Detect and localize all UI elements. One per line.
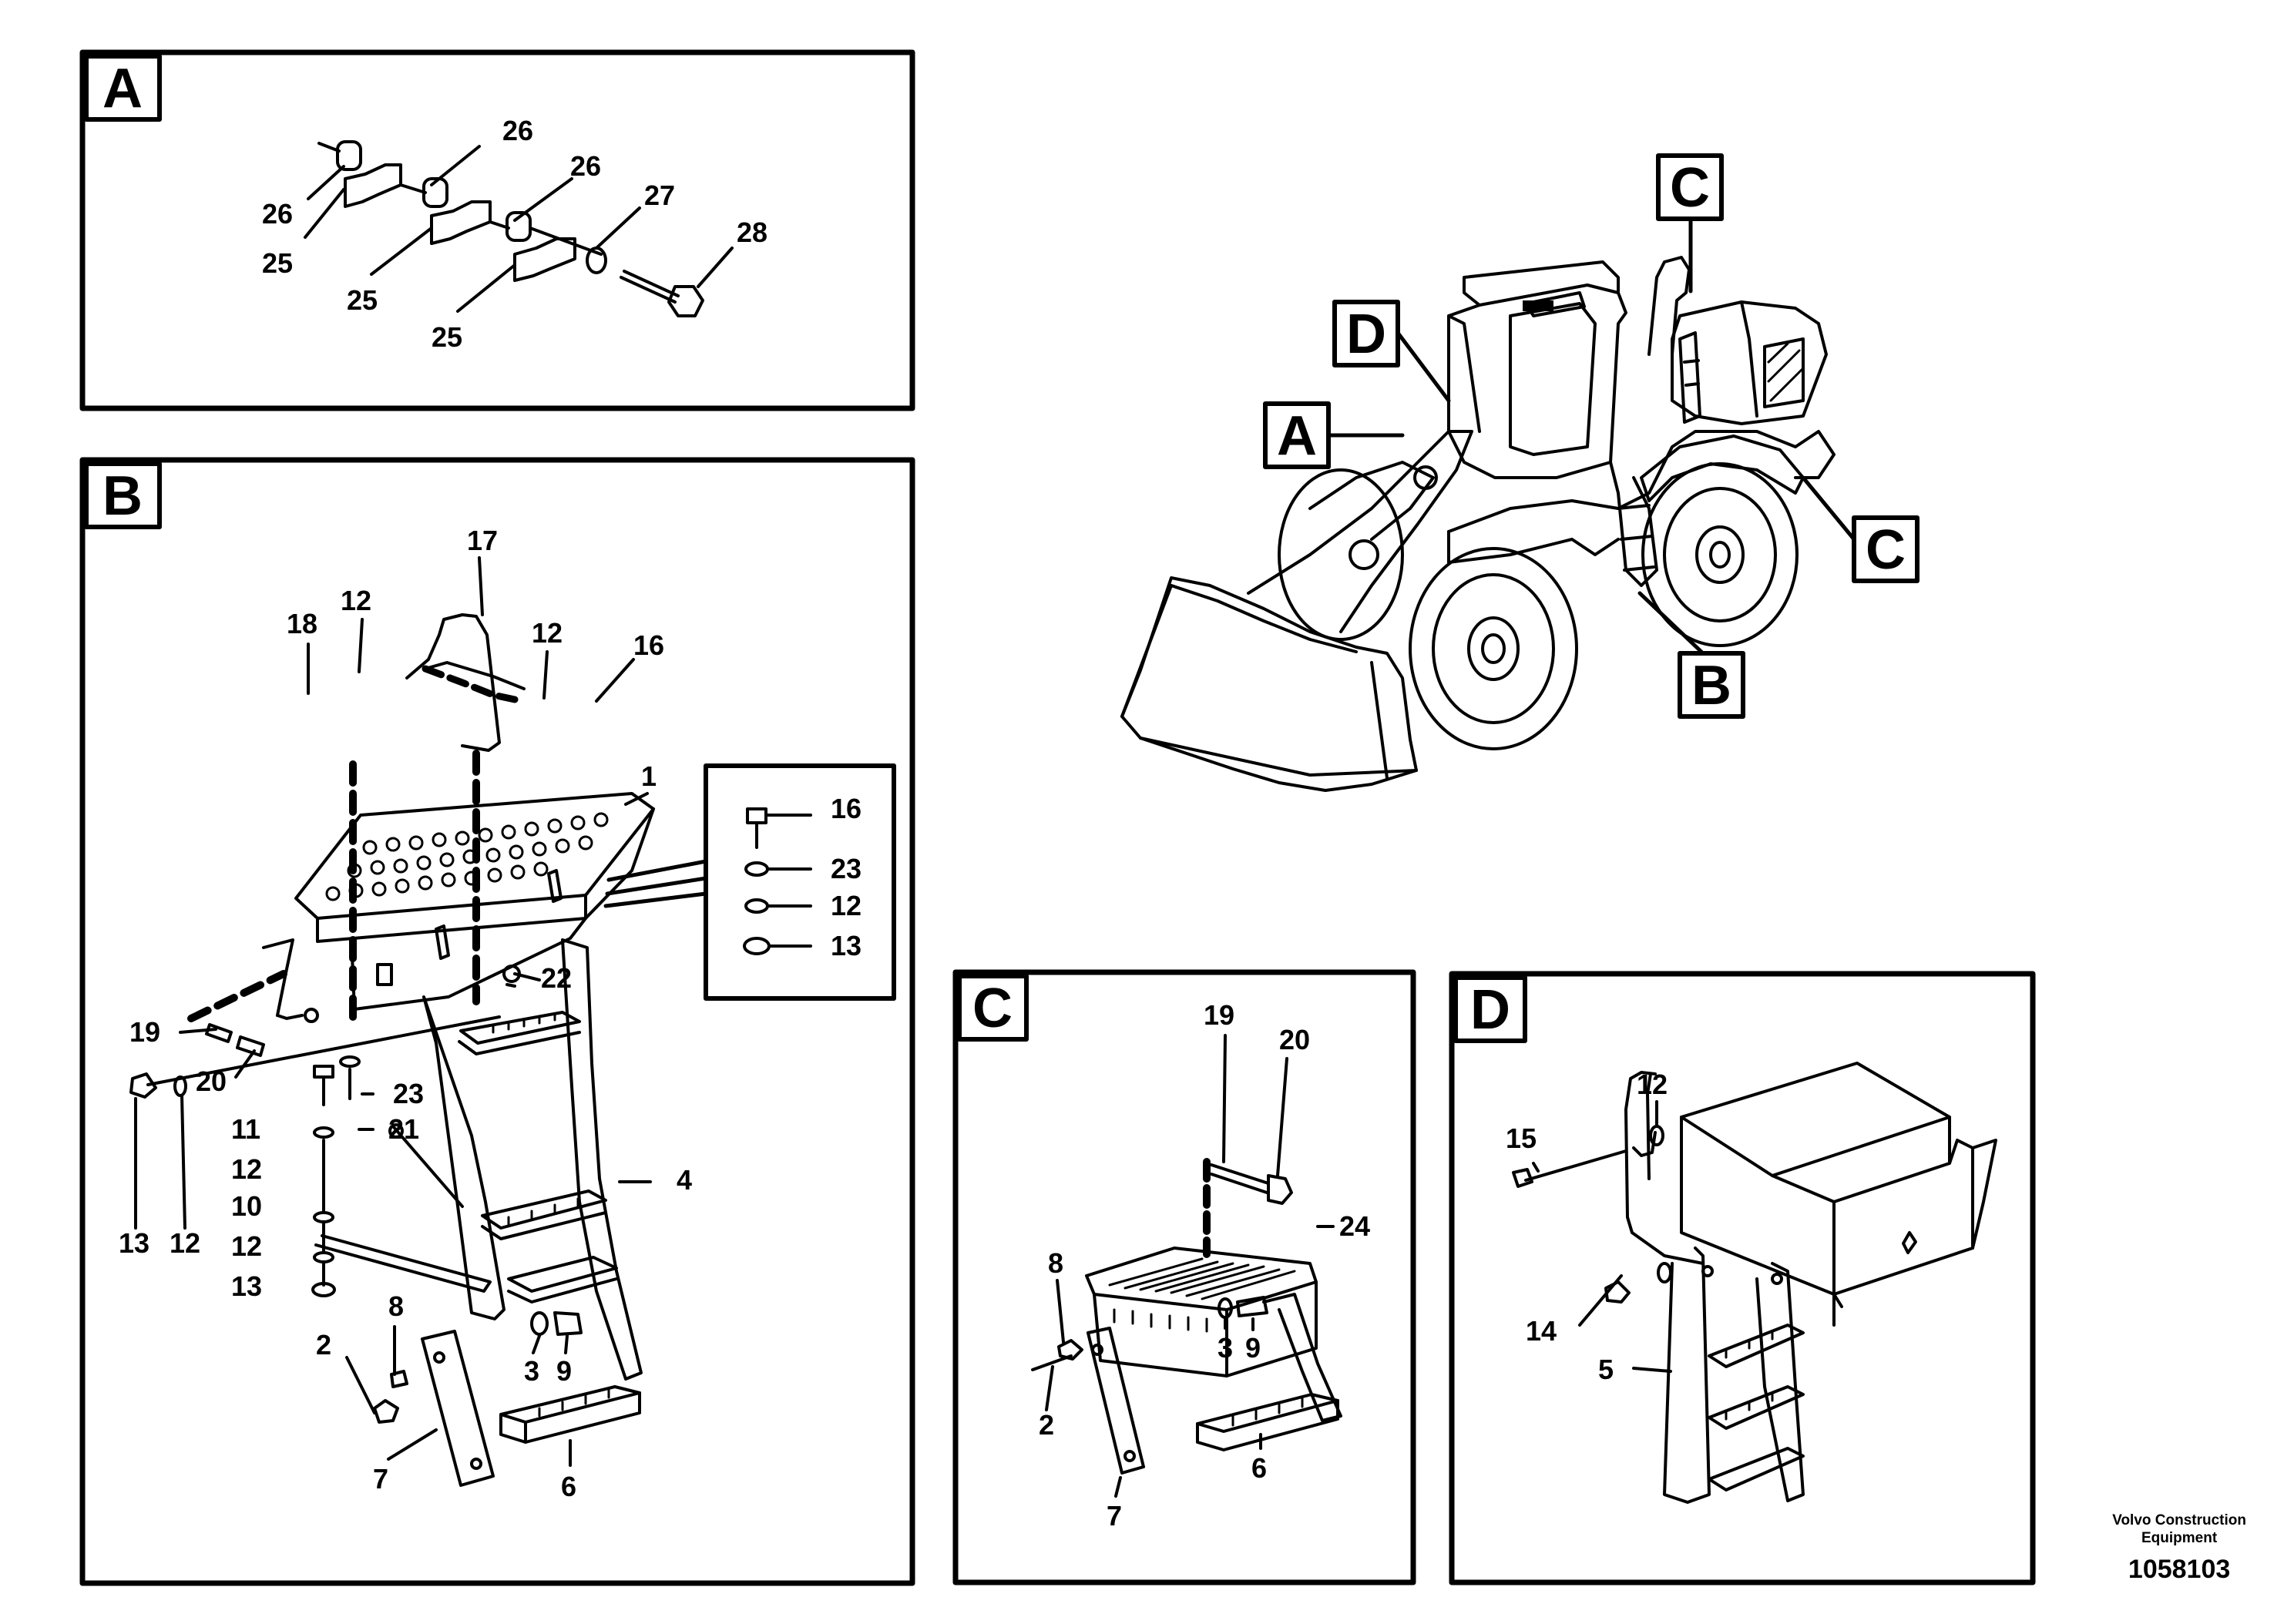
callout-number: 7 [1107,1500,1122,1532]
callout-number: 23 [831,853,862,884]
callout-number: 2 [316,1329,331,1361]
panel-a-label: A [102,58,143,119]
callout-number: 15 [1506,1122,1537,1154]
callout-number: 22 [541,962,572,994]
callout-number: 11 [231,1113,260,1145]
callout-number: 12 [170,1227,200,1259]
front-tire-part [1409,547,1578,750]
nut-part [129,1072,157,1099]
panel-a-callouts: 26 26 26 27 28 25 25 25 [262,115,767,353]
handrail-part [1624,1071,1705,1265]
panel-c-callouts: 19 20 24 8 3 9 2 7 6 [1039,999,1370,1532]
overview-label-c: C [1866,519,1906,581]
callout-number: 7 [373,1463,388,1495]
callout-number: 6 [561,1471,576,1502]
spacer-part [336,140,362,171]
callout-number: 3 [524,1355,539,1387]
callout-number: 26 [502,115,533,146]
callout-number: 25 [432,321,462,353]
callout-number: 14 [1526,1315,1557,1347]
callout-number: 20 [196,1065,227,1097]
machine-overview: C D A C B [1120,153,1920,792]
callout-number: 12 [231,1153,262,1185]
callout-number: 19 [129,1016,160,1048]
panel-b-callouts: 17 18 12 12 16 1 22 19 20 23 11 21 12 10… [119,525,862,1502]
callout-number: 5 [1598,1354,1614,1385]
callout-number: 25 [262,247,293,279]
callout-number: 13 [831,930,862,961]
callout-number: 4 [677,1164,692,1196]
callout-number: 18 [287,608,317,639]
panel-c-label: C [972,978,1013,1039]
plate-part [344,163,402,208]
publisher-name-line-2: Equipment [2141,1530,2218,1546]
overview-labels: C D A C B [1277,157,1906,716]
callout-number: 17 [467,525,498,556]
panel-b: B [79,457,915,1586]
bucket-part [1120,576,1418,792]
step-frame-part [422,995,505,1320]
callout-number: 6 [1251,1452,1267,1484]
illustration-number: 1058103 [2128,1555,2231,1584]
callout-number: 12 [532,617,563,649]
callout-number: 26 [570,150,601,182]
callout-number: 10 [231,1190,262,1222]
panel-b-label: B [102,465,143,527]
panel-d: D 12 1 [1449,971,2036,1585]
callout-number: 27 [644,180,675,211]
engine-hood-part [1671,300,1828,425]
panel-c: C [952,969,1416,1585]
callout-number: 28 [737,216,767,248]
overview-label-c: C [1670,157,1710,219]
callout-number: 13 [231,1270,262,1302]
cab-part [1447,284,1627,479]
callout-number: 12 [341,585,371,616]
callout-number: 16 [831,793,862,824]
callout-number: 26 [262,198,293,230]
callout-number: 9 [1245,1332,1261,1364]
callout-number: 16 [633,629,664,661]
callout-number: 25 [347,284,378,316]
overview-label-d: D [1346,304,1386,365]
callout-number: 24 [1339,1210,1370,1242]
callout-number: 23 [393,1078,424,1109]
callout-number: 19 [1204,999,1234,1031]
handrail-part [405,613,501,752]
callout-number: 8 [1048,1247,1063,1279]
callout-number: 2 [1039,1409,1054,1441]
side-plate-part [421,1330,495,1487]
callout-number: 13 [119,1227,149,1259]
publisher-name-line-1: Volvo Construction [2112,1512,2246,1528]
storage-box-part [1680,1062,1951,1177]
callout-number: 12 [831,890,862,921]
callout-number: 12 [231,1230,262,1262]
publisher-credit: Volvo Construction Equipment 1058103 [2112,1512,2246,1585]
panel-d-label: D [1470,979,1510,1041]
panel-d-callouts: 12 15 14 5 [1506,1069,1668,1385]
callout-number: 3 [1218,1332,1233,1364]
bolt-part [667,285,704,317]
overview-label-a: A [1277,405,1317,467]
callout-number: 8 [388,1290,404,1322]
callout-number: 9 [556,1355,572,1387]
panel-a: A 26 26 26 27 28 [79,49,915,411]
callout-number: 12 [1637,1069,1668,1100]
callout-number: 21 [388,1113,419,1145]
callout-number: 1 [641,760,657,792]
callout-number: 20 [1279,1024,1310,1055]
overview-label-b: B [1691,655,1731,716]
